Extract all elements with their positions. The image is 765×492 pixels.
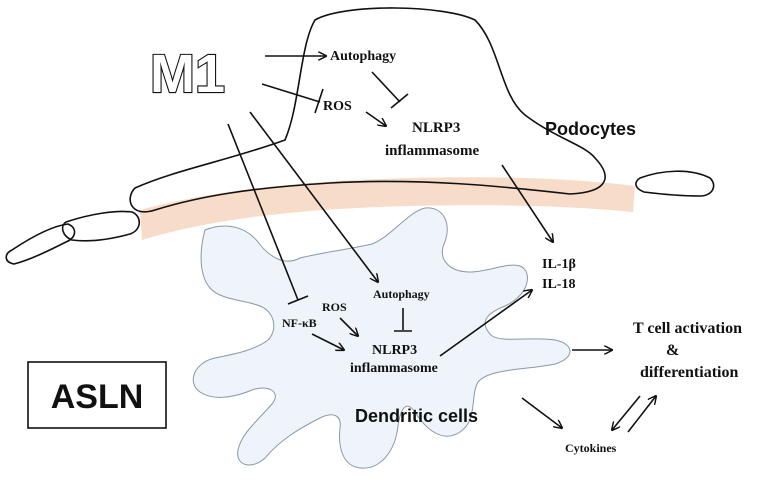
cytokines-label: Cytokines <box>565 441 617 455</box>
tcell-label-line2: & <box>666 342 679 359</box>
dendritic-cell <box>192 207 571 469</box>
m1-label: M1 <box>150 44 225 104</box>
inhibit-m1-to-nfkb <box>227 123 299 301</box>
arrow-dc-to-cytokines <box>521 397 562 428</box>
nlrp3-top-label: NLRP3 <box>412 120 460 136</box>
inflammasome-top-label: inflammasome <box>385 143 479 159</box>
il1b-label: IL-1β <box>542 257 576 272</box>
il18-label: IL-18 <box>542 277 575 292</box>
tcell-label-line3: differentiation <box>640 364 738 381</box>
foot-process-left-2 <box>61 210 141 242</box>
ros-top-label: ROS <box>323 99 352 114</box>
inhibit-autophagy-to-nlrp3 <box>371 71 401 103</box>
foot-process-left-1 <box>5 223 76 265</box>
tcell-label-line1: T cell activation <box>633 320 742 337</box>
arrow-nlrp3-top-to-il <box>501 164 553 242</box>
arrow-m1-to-autophagy-dc <box>249 111 378 282</box>
dendritic-cells-label: Dendritic cells <box>355 406 478 426</box>
arrow-nfkb-to-nlrp3 <box>311 333 344 350</box>
nfkb-label: NF-κB <box>282 316 317 330</box>
ros-dc-label: ROS <box>322 300 347 314</box>
autophagy-top-label: Autophagy <box>330 49 396 64</box>
basement-membrane-band <box>140 177 635 240</box>
arrow-cytokines-to-tcell <box>627 396 656 433</box>
podocyte-cell <box>129 7 606 213</box>
inhibit-bar-nfkb <box>287 295 309 305</box>
asln-box <box>27 361 167 429</box>
inhibit-m1-to-ros <box>261 83 321 103</box>
inflammasome-dc-label: inflammasome <box>350 361 438 376</box>
nlrp3-dc-label: NLRP3 <box>372 343 417 358</box>
podocytes-label: Podocytes <box>545 119 636 139</box>
arrow-tcell-to-cytokines <box>612 395 641 430</box>
arrow-nlrp3-dc-to-il <box>439 290 532 357</box>
inhibit-bar-nlrp3-top <box>390 93 409 109</box>
inhibit-bar-ros <box>314 88 324 114</box>
autophagy-dc-label: Autophagy <box>373 287 430 301</box>
arrow-ros-dc-to-nlrp3 <box>339 317 358 336</box>
asln-label: ASLN <box>51 378 144 416</box>
arrow-ros-to-nlrp3 <box>365 111 386 126</box>
foot-process-right <box>635 170 715 197</box>
